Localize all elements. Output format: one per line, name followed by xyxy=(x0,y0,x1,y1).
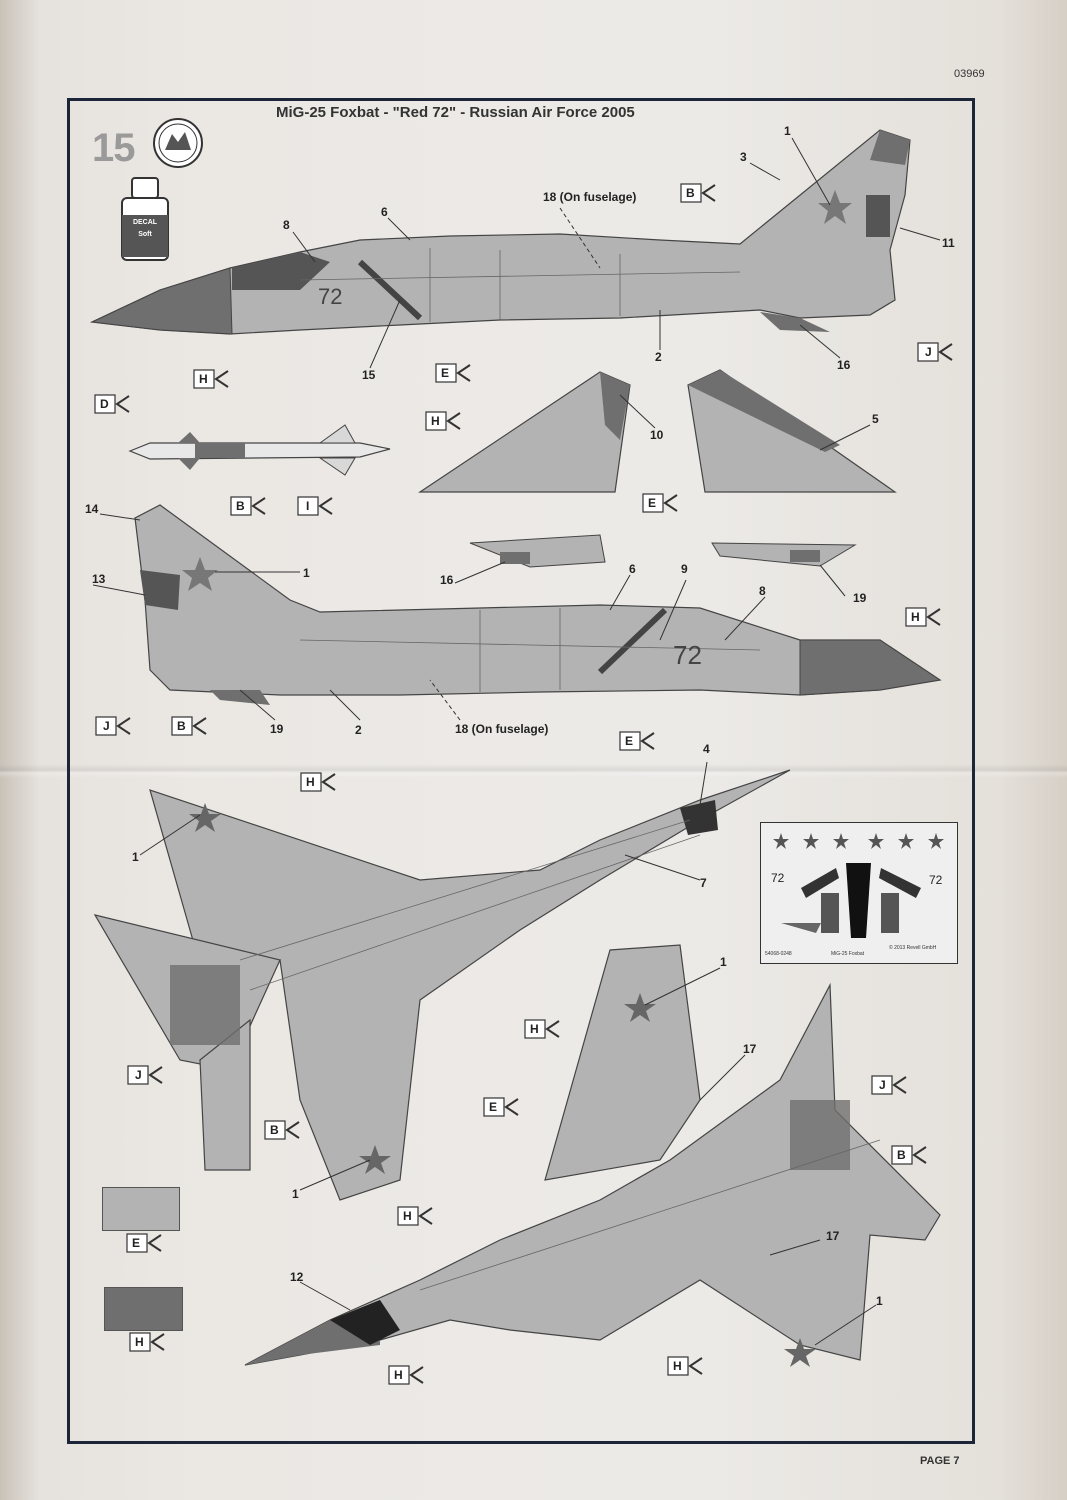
tag-e-1-letter: E xyxy=(441,366,450,380)
callout-1f: 1 xyxy=(876,1294,883,1308)
decal-sheet-copyright: © 2013 Revell GmbH xyxy=(889,945,937,951)
tag-j-1 xyxy=(917,342,953,362)
tag-b-2-letter: B xyxy=(236,499,245,513)
swatch-e xyxy=(102,1187,180,1231)
tag-d-1-letter: D xyxy=(100,397,109,411)
decal-sheet-number-right: 72 xyxy=(929,873,943,887)
callout-6b: 6 xyxy=(629,562,636,576)
callout-11: 11 xyxy=(942,236,955,250)
callout-1b: 1 xyxy=(303,566,310,580)
tag-j-2-letter: J xyxy=(103,719,110,733)
callout-5: 5 xyxy=(872,412,879,426)
top-view xyxy=(244,944,941,1367)
decal-soft-line1: DECAL xyxy=(132,219,158,226)
swatch-h xyxy=(104,1287,183,1331)
tag-j-3 xyxy=(127,1065,163,1085)
paper-fold xyxy=(0,764,1067,778)
tag-h-7-letter: H xyxy=(135,1335,144,1349)
tag-e-5-letter: E xyxy=(132,1236,141,1250)
decal-sheet-number-left: 72 xyxy=(771,871,785,885)
step-number: 15 xyxy=(92,126,135,170)
callout-13: 13 xyxy=(92,572,106,586)
callout-15: 15 xyxy=(362,368,376,382)
callout-17: 17 xyxy=(743,1042,757,1056)
callout-6: 6 xyxy=(381,205,388,219)
page-title: MiG-25 Foxbat - "Red 72" - Russian Air F… xyxy=(276,104,635,121)
tag-b-4-letter: B xyxy=(270,1123,279,1137)
callout-8b: 8 xyxy=(759,584,766,598)
callout-9: 9 xyxy=(681,562,688,576)
tag-e-3-letter: E xyxy=(625,734,634,748)
tag-h-4-letter: H xyxy=(306,775,315,789)
tag-h-8-letter: H xyxy=(394,1368,403,1382)
tag-j-1-letter: J xyxy=(925,345,932,359)
tag-i-1-letter: I xyxy=(306,499,310,513)
underside-view xyxy=(93,769,791,1201)
callout-3: 3 xyxy=(740,150,747,164)
tag-h-2-letter: H xyxy=(431,414,440,428)
tag-j-4 xyxy=(871,1075,907,1095)
fin-views xyxy=(418,369,897,568)
callout-2b: 2 xyxy=(355,723,362,737)
callout-1e: 1 xyxy=(720,955,727,969)
decal-sheet-model: MiG-25 Foxbat xyxy=(831,951,865,957)
callout-1: 1 xyxy=(784,124,791,138)
tag-h-5-letter: H xyxy=(530,1022,539,1036)
callout-18-on-fuselage: 18 (On fuselage) xyxy=(543,190,637,204)
tag-j-3-letter: J xyxy=(135,1068,142,1082)
callout-16: 16 xyxy=(837,358,851,372)
tag-b-3-letter: B xyxy=(177,719,186,733)
callout-2: 2 xyxy=(655,350,662,364)
page-number: PAGE 7 xyxy=(920,1455,960,1467)
tag-h-9-letter: H xyxy=(673,1359,682,1373)
tag-i-1 xyxy=(297,496,333,516)
page-code: 03969 xyxy=(954,68,985,80)
callout-19b: 19 xyxy=(270,722,284,736)
tag-e-4-letter: E xyxy=(489,1100,498,1114)
tag-h-1-letter: H xyxy=(199,372,208,386)
decal-stamp-icon xyxy=(153,118,203,168)
tag-j-4-letter: J xyxy=(879,1078,886,1092)
tag-h-3-letter: H xyxy=(911,610,920,624)
decal-sheet-preview: 72 72 54068-0248 MiG-25 Foxbat © 2013 Re… xyxy=(760,822,958,964)
tag-e-2-letter: E xyxy=(648,496,657,510)
fuselage-number-right: 72 xyxy=(673,640,702,670)
fuselage-number-left: 72 xyxy=(318,284,343,309)
callout-10: 10 xyxy=(650,428,664,442)
missile-drawing xyxy=(128,424,391,476)
callout-4: 4 xyxy=(703,742,710,756)
decal-soft-line2: Soft xyxy=(138,231,152,238)
callout-17b: 17 xyxy=(826,1229,840,1243)
side-view-right xyxy=(134,504,942,705)
side-view-left xyxy=(89,129,911,335)
decal-sheet-drawing xyxy=(773,833,944,938)
callout-14: 14 xyxy=(85,502,99,516)
callout-18b-on-fuselage: 18 (On fuselage) xyxy=(455,722,549,736)
instruction-frame xyxy=(67,98,975,1444)
leader-lines xyxy=(92,137,941,1346)
callout-16b: 16 xyxy=(440,573,454,587)
tag-b-1-letter: B xyxy=(686,186,695,200)
tag-h-6-letter: H xyxy=(403,1209,412,1223)
callout-8: 8 xyxy=(283,218,290,232)
decal-soft-bottle-icon xyxy=(121,177,169,261)
callout-1c: 1 xyxy=(132,850,139,864)
callout-1d: 1 xyxy=(292,1187,299,1201)
tag-b-5-letter: B xyxy=(897,1148,906,1162)
tag-j-2 xyxy=(95,716,131,736)
callout-12: 12 xyxy=(290,1270,304,1284)
callout-19: 19 xyxy=(853,591,867,605)
decal-sheet-code: 54068-0248 xyxy=(765,951,792,957)
callout-7: 7 xyxy=(700,876,707,890)
